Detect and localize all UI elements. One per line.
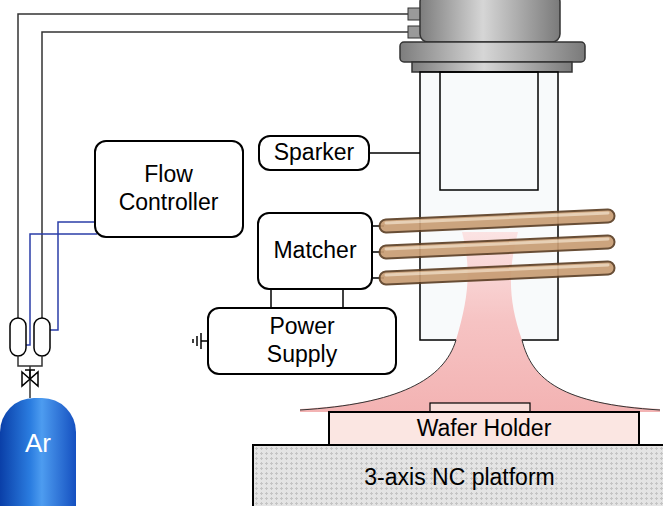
wafer-holder: Wafer Holder: [328, 411, 640, 447]
power-cable: [270, 290, 272, 307]
ground-symbol: [193, 333, 207, 349]
box-label: Wafer Holder: [417, 415, 552, 443]
valve-handle: [25, 369, 35, 371]
gas-pipe: [29, 366, 31, 398]
sparker-wire: [370, 152, 420, 154]
sparker-box: Sparker: [258, 135, 370, 171]
controller-box: Flow Controller: [94, 140, 244, 238]
gas-label: Ar: [25, 428, 51, 459]
box-label: 3-axis NC platform: [364, 464, 554, 492]
torch-flange: [412, 62, 572, 72]
gas-cylinder: Ar: [0, 398, 76, 506]
valve-stem: [29, 370, 31, 379]
gas-pipe: [18, 14, 420, 318]
nc-platform: 3-axis NC platform: [252, 444, 663, 506]
box-label: Matcher: [273, 237, 356, 265]
box-label: Power Supply: [252, 313, 352, 368]
control-wire: [50, 222, 97, 330]
torch-head: [420, 0, 560, 42]
box-label: Flow Controller: [104, 161, 234, 216]
inner-tube: [440, 72, 538, 190]
rf-coil: [386, 213, 608, 278]
matcher-box: Matcher: [257, 212, 373, 290]
power-cable: [342, 290, 344, 307]
torch-flange: [400, 42, 585, 62]
gas-pipe: [18, 356, 42, 366]
flow-meter: [10, 318, 26, 356]
flow-meter: [34, 318, 50, 356]
gas-pipe: [42, 32, 420, 318]
power-supply-box: Power Supply: [207, 307, 397, 375]
box-label: Sparker: [274, 139, 355, 167]
